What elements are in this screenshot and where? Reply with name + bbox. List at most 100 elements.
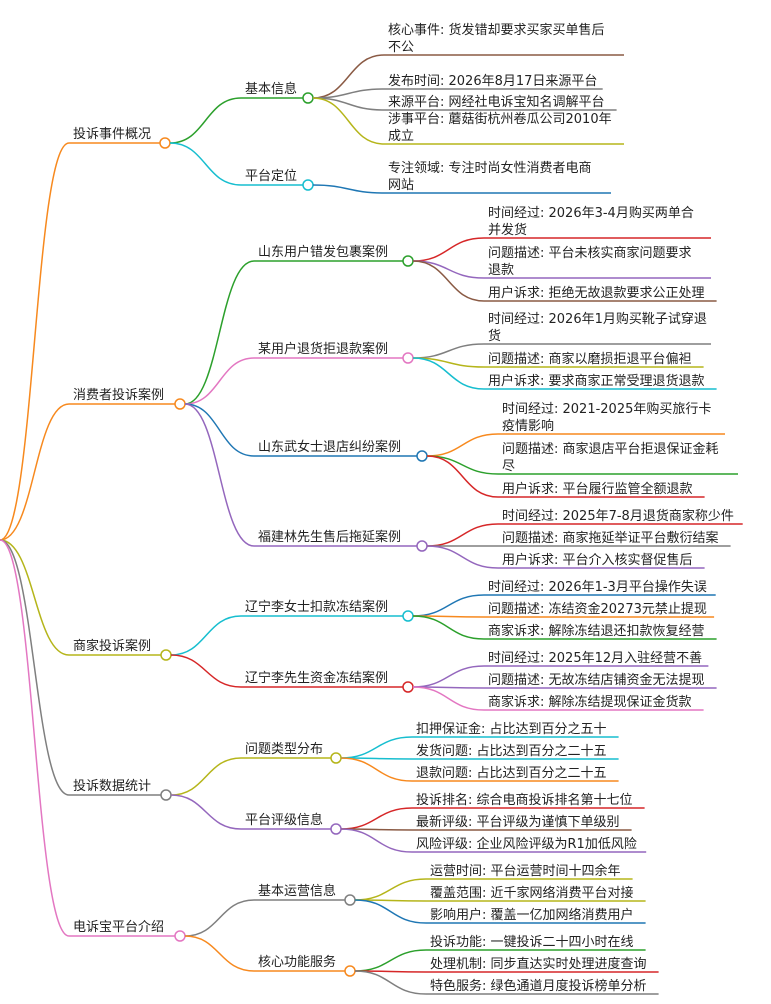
- leaf-connector: [340, 757, 413, 782]
- leaf-connector: [312, 54, 385, 99]
- leaf-item: 时间经过: 2026年1-3月平台操作失误: [488, 579, 707, 595]
- group-node[interactable]: [402, 352, 414, 364]
- branch-connector: [0, 539, 70, 937]
- leaf-item: 商家诉求: 解除冻结提现保证金货款: [488, 694, 692, 710]
- leaf-connector: [426, 455, 499, 475]
- leaf-connector: [412, 343, 485, 359]
- leaf-item: 问题描述: 冻结资金20273元禁止提现: [488, 601, 707, 617]
- leaf-connector: [412, 260, 485, 302]
- leaf-connector: [412, 615, 485, 640]
- leaf-item: 风险评级: 企业风险评级为R1加低风险: [416, 836, 637, 852]
- leaf-item: 来源平台: 网经社电诉宝知名调解平台: [388, 94, 605, 110]
- leaf-connector: [354, 949, 427, 972]
- group-connector: [184, 403, 255, 457]
- branch-label: 电诉宝平台介绍: [73, 920, 164, 935]
- group-connector: [169, 97, 242, 144]
- leaf-connector: [426, 455, 499, 498]
- leaf-item: 问题描述: 无故冻结店铺资金无法提现: [488, 672, 705, 688]
- group-label: 山东武女士退店纠纷案例: [258, 439, 401, 455]
- leaf-item: 问题描述: 平台未核实商家问题要求退款: [488, 245, 692, 278]
- leaf-item: 涉事平台: 蘑菇街杭州卷瓜公司2010年成立: [388, 111, 612, 144]
- leaf-item: 影响用户: 覆盖一亿加网络消费用户: [430, 907, 634, 923]
- leaf-connector: [354, 899, 427, 924]
- branch-label: 投诉事件概况: [73, 126, 151, 142]
- group-connector: [170, 794, 242, 830]
- leaf-item: 时间经过: 2025年7-8月退货商家称少件: [502, 508, 734, 524]
- leaf-connector: [426, 433, 499, 457]
- leaf-item: 退款问题: 占比达到百分之二十五: [416, 766, 607, 781]
- leaf-connector: [412, 665, 485, 688]
- group-node[interactable]: [416, 540, 428, 552]
- leaf-item: 特色服务: 绿色通道月度投诉榜单分析: [430, 978, 647, 994]
- branch-connector: [0, 539, 70, 796]
- leaf-item: 发货问题: 占比达到百分之二十五: [416, 743, 607, 759]
- leaf-connector: [340, 736, 413, 759]
- group-node[interactable]: [402, 610, 414, 622]
- leaf-connector: [312, 97, 385, 111]
- leaf-item: 问题描述: 商家拖延举证平台敷衍结案: [502, 530, 719, 546]
- leaf-item: 问题描述: 商家退店平台拒退保证金耗尽: [502, 441, 719, 474]
- branch-connector: [0, 403, 70, 541]
- group-connector: [170, 757, 242, 796]
- group-node[interactable]: [302, 179, 314, 191]
- group-node[interactable]: [344, 894, 356, 906]
- group-label: 核心功能服务: [258, 954, 336, 970]
- branch-node[interactable]: [159, 137, 171, 149]
- group-node[interactable]: [402, 681, 414, 693]
- branch-label: 消费者投诉案例: [73, 387, 164, 403]
- group-label: 基本运营信息: [258, 883, 336, 899]
- group-connector: [184, 935, 255, 972]
- leaf-connector: [340, 807, 413, 830]
- branch-connector: [0, 539, 70, 656]
- branch-label: 商家投诉案例: [73, 638, 151, 654]
- leaf-connector: [426, 545, 499, 569]
- leaf-connector: [412, 237, 485, 262]
- leaf-item: 处理机制: 同步直达实时处理进度查询: [430, 956, 647, 972]
- group-node[interactable]: [344, 965, 356, 977]
- branch-node[interactable]: [160, 649, 172, 661]
- branch-label: 投诉数据统计: [73, 778, 151, 794]
- leaf-item: 用户诉求: 平台履行监管全额退款: [502, 481, 693, 497]
- leaf-item: 扣押保证金: 占比达到百分之五十: [416, 721, 607, 737]
- group-label: 辽宁李先生资金冻结案例: [245, 670, 388, 686]
- group-label: 基本信息: [245, 81, 297, 97]
- group-label: 辽宁李女士扣款冻结案例: [245, 599, 388, 615]
- leaf-item: 商家诉求: 解除冻结退还扣款恢复经营: [488, 623, 705, 639]
- leaf-item: 投诉排名: 综合电商投诉排名第十七位: [416, 792, 633, 808]
- leaf-item: 运营时间: 平台运营时间十四余年: [430, 863, 621, 879]
- leaf-connector: [340, 828, 413, 853]
- leaf-item: 时间经过: 2025年12月入驻经营不善: [488, 650, 702, 666]
- group-connector: [184, 899, 255, 937]
- group-connector: [184, 403, 255, 547]
- leaf-connector: [312, 184, 385, 194]
- branch-node[interactable]: [174, 930, 186, 942]
- group-label: 福建林先生售后拖延案例: [258, 529, 401, 545]
- group-label: 山东用户错发包裹案例: [258, 244, 388, 260]
- group-node[interactable]: [330, 752, 342, 764]
- leaf-connector: [412, 594, 485, 617]
- leaf-item: 专注领域: 专注时尚女性消费者电商网站: [388, 160, 592, 193]
- leaf-connector: [354, 970, 427, 995]
- group-label: 某用户退货拒退款案例: [258, 341, 388, 357]
- leaf-item: 时间经过: 2021-2025年购买旅行卡疫情影响: [502, 401, 711, 434]
- leaf-connector: [426, 523, 499, 547]
- group-connector: [170, 654, 242, 688]
- group-node[interactable]: [330, 823, 342, 835]
- group-connector: [184, 260, 255, 405]
- leaf-item: 用户诉求: 平台介入核实督促售后: [502, 552, 693, 568]
- branch-node[interactable]: [174, 398, 186, 410]
- leaf-item: 核心事件: 货发错却要求买家买单售后不公: [388, 22, 605, 55]
- group-node[interactable]: [416, 450, 428, 462]
- leaf-item: 用户诉求: 拒绝无故退款要求公正处理: [488, 285, 705, 301]
- leaf-item: 覆盖范围: 近千家网络消费平台对接: [430, 885, 634, 901]
- branch-node[interactable]: [160, 789, 172, 801]
- leaf-item: 最新评级: 平台评级为谨慎下单级别: [416, 814, 620, 830]
- leaf-connector: [412, 260, 485, 279]
- leaf-connector: [354, 878, 427, 901]
- leaf-connector: [412, 686, 485, 711]
- leaf-item: 发布时间: 2026年8月17日来源平台: [388, 73, 597, 89]
- branch-connector: [0, 142, 70, 541]
- group-node[interactable]: [302, 92, 314, 104]
- group-node[interactable]: [402, 255, 414, 267]
